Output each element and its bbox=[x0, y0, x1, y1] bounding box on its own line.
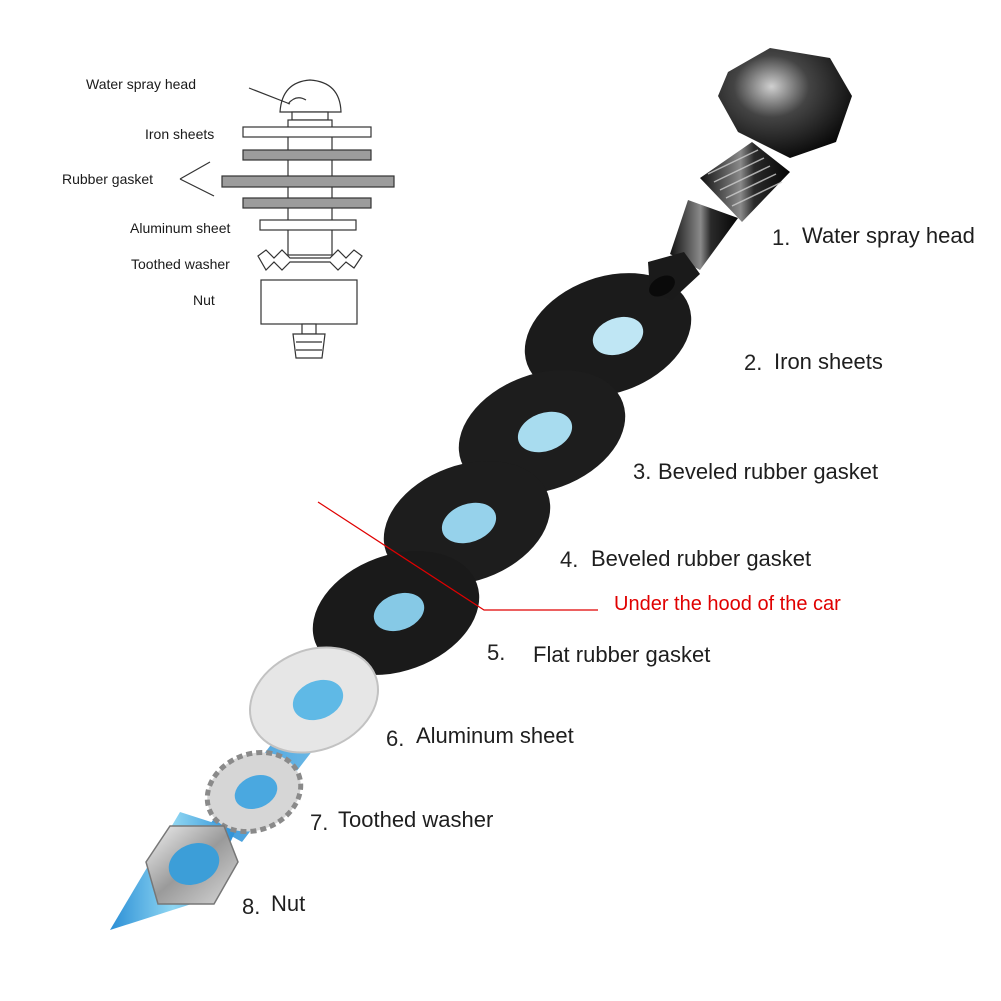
schematic-aluminum-sheet bbox=[259, 219, 357, 231]
schematic-label-rubber-gasket: Rubber gasket bbox=[62, 171, 154, 187]
nut bbox=[145, 825, 239, 905]
bolt-shank bbox=[670, 200, 738, 270]
part-label-iron-sheets: Iron sheets bbox=[774, 349, 883, 374]
aluminum-sheet bbox=[249, 646, 379, 754]
bolt-thread bbox=[700, 142, 790, 222]
part-label-flat-gasket: Flat rubber gasket bbox=[533, 642, 711, 667]
schematic-label-nut: Nut bbox=[193, 292, 215, 308]
flat-rubber-gasket bbox=[312, 551, 480, 675]
part-number-1: 1. bbox=[772, 225, 791, 250]
part-number-4: 4. bbox=[560, 547, 579, 572]
iron-sheet-gasket bbox=[524, 273, 692, 397]
part-label-nut: Nut bbox=[271, 891, 306, 916]
schematic-label-aluminum-sheet: Aluminum sheet bbox=[130, 220, 231, 236]
schematic-gasket bbox=[221, 175, 395, 188]
schematic-gasket bbox=[242, 197, 372, 209]
part-label-aluminum-sheet: Aluminum sheet bbox=[416, 723, 574, 748]
part-label-water-spray-head: Water spray head bbox=[802, 223, 975, 248]
leader-line bbox=[179, 178, 215, 197]
part-number-7: 7. bbox=[310, 810, 329, 835]
schematic-toothed-washer bbox=[257, 249, 363, 271]
part-number-8: 8. bbox=[242, 894, 261, 919]
schematic-drawing bbox=[179, 79, 395, 359]
part-number-2: 2. bbox=[744, 350, 763, 375]
schematic-nut bbox=[260, 279, 358, 325]
part-number-3: 3. bbox=[633, 459, 652, 484]
part-label-beveled-gasket-2: Beveled rubber gasket bbox=[591, 546, 812, 571]
hood-label: Under the hood of the car bbox=[614, 593, 841, 615]
part-label-toothed-washer: Toothed washer bbox=[338, 807, 494, 832]
leader-line bbox=[248, 87, 291, 105]
part-label-beveled-gasket-1: Beveled rubber gasket bbox=[658, 459, 879, 484]
water-spray-head bbox=[648, 48, 852, 300]
schematic-label-iron-sheets: Iron sheets bbox=[145, 126, 215, 142]
part-number-6: 6. bbox=[386, 726, 405, 751]
schematic-spray-head bbox=[279, 79, 342, 113]
schematic-label-toothed-washer: Toothed washer bbox=[131, 256, 230, 272]
schematic-nozzle-tip bbox=[292, 333, 326, 359]
schematic-iron-sheet bbox=[242, 126, 372, 138]
leader-line bbox=[179, 161, 211, 180]
part-number-5: 5. bbox=[487, 640, 506, 665]
toothed-washer bbox=[204, 749, 304, 835]
bolt-head bbox=[718, 48, 852, 158]
schematic-gasket bbox=[242, 149, 372, 161]
schematic-label-spray-head: Water spray head bbox=[86, 76, 196, 92]
hood-leader-line bbox=[317, 501, 598, 611]
